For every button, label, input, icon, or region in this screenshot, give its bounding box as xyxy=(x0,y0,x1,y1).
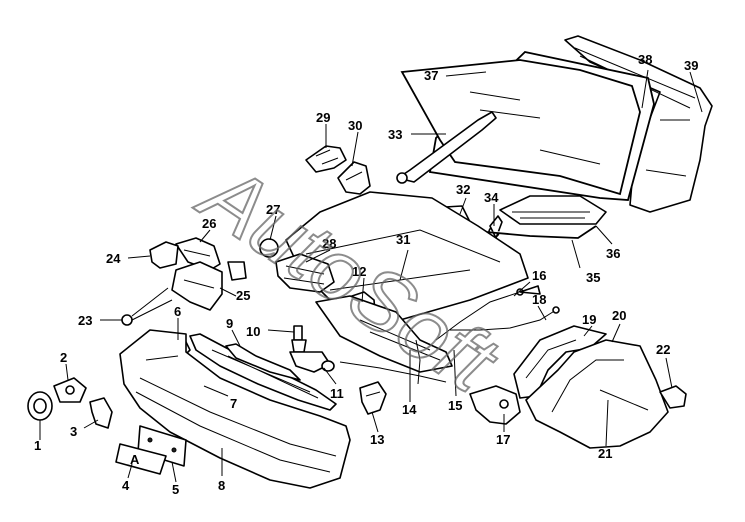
hood-cable-part xyxy=(339,339,447,385)
hood-hinge-left-part xyxy=(305,145,347,173)
callout-34: 34 xyxy=(484,190,499,205)
callout-26: 26 xyxy=(202,216,216,231)
callout-31: 31 xyxy=(396,232,410,247)
intake-bracket-part xyxy=(149,241,179,269)
release-cable-part xyxy=(450,309,557,331)
callout-5: 5 xyxy=(172,482,179,497)
mount-bracket-part xyxy=(89,397,113,429)
callout-numbers: 1 2 3 4 5 6 7 8 9 10 11 12 13 14 15 16 1… xyxy=(34,52,698,497)
callout-39: 39 xyxy=(684,58,698,73)
cable-part xyxy=(435,291,521,341)
leader-lines xyxy=(39,69,703,483)
lamp-bracket-part xyxy=(53,377,87,403)
hood-hinge-right-part xyxy=(337,161,371,195)
fastener-part xyxy=(121,314,133,326)
emblem-part xyxy=(259,238,279,258)
callout-21: 21 xyxy=(598,446,612,461)
plate-bracket-part xyxy=(137,425,187,467)
callout-12: 12 xyxy=(352,264,366,279)
callout-13: 13 xyxy=(370,432,384,447)
cowl-seal-part xyxy=(485,225,597,239)
callout-10: 10 xyxy=(246,324,260,339)
headlamp-left-part xyxy=(275,253,335,293)
callout-19: 19 xyxy=(582,312,596,327)
callout-33: 33 xyxy=(388,127,402,142)
callout-35: 35 xyxy=(586,270,600,285)
fog-lamp-part xyxy=(27,391,53,421)
front-fender-part xyxy=(525,339,669,449)
callout-17: 17 xyxy=(496,432,510,447)
callout-30: 30 xyxy=(348,118,362,133)
callout-18: 18 xyxy=(532,292,546,307)
callout-1: 1 xyxy=(34,438,41,453)
callout-32: 32 xyxy=(456,182,470,197)
callout-23: 23 xyxy=(78,313,92,328)
cable-end-part xyxy=(516,285,541,296)
callout-16: 16 xyxy=(532,268,546,283)
grille-part xyxy=(189,333,337,411)
callout-7: 7 xyxy=(230,396,237,411)
callout-36: 36 xyxy=(606,246,620,261)
callout-20: 20 xyxy=(612,308,626,323)
front-bumper-part xyxy=(119,329,351,489)
callout-38: 38 xyxy=(638,52,652,67)
support-bracket-part xyxy=(359,381,387,415)
intake-cover-part xyxy=(175,237,221,271)
splash-guard-part xyxy=(469,385,521,425)
callout-25: 25 xyxy=(236,288,250,303)
callout-15: 15 xyxy=(448,398,462,413)
air-duct-part xyxy=(171,261,223,311)
callout-6: 6 xyxy=(174,304,181,319)
callout-37: 37 xyxy=(424,68,438,83)
callout-3: 3 xyxy=(70,424,77,439)
callout-14: 14 xyxy=(402,402,417,417)
callout-11: 11 xyxy=(330,386,344,401)
callout-8: 8 xyxy=(218,478,225,493)
license-plate-part: A xyxy=(115,443,167,475)
sensor-part xyxy=(291,325,307,353)
callout-2: 2 xyxy=(60,350,67,365)
callout-29: 29 xyxy=(316,110,330,125)
bracket-part xyxy=(289,351,335,373)
plate-text: A xyxy=(130,452,140,467)
cowl-panel-part xyxy=(499,195,607,225)
callout-28: 28 xyxy=(322,236,336,251)
wiper-arm-part xyxy=(396,111,497,184)
callout-4: 4 xyxy=(122,478,130,493)
callout-22: 22 xyxy=(656,342,670,357)
callout-24: 24 xyxy=(106,251,121,266)
front-panel-part xyxy=(315,295,453,373)
side-marker-part xyxy=(659,385,687,409)
intake-clip-part xyxy=(227,261,247,281)
callout-9: 9 xyxy=(226,316,233,331)
callout-27: 27 xyxy=(266,202,280,217)
